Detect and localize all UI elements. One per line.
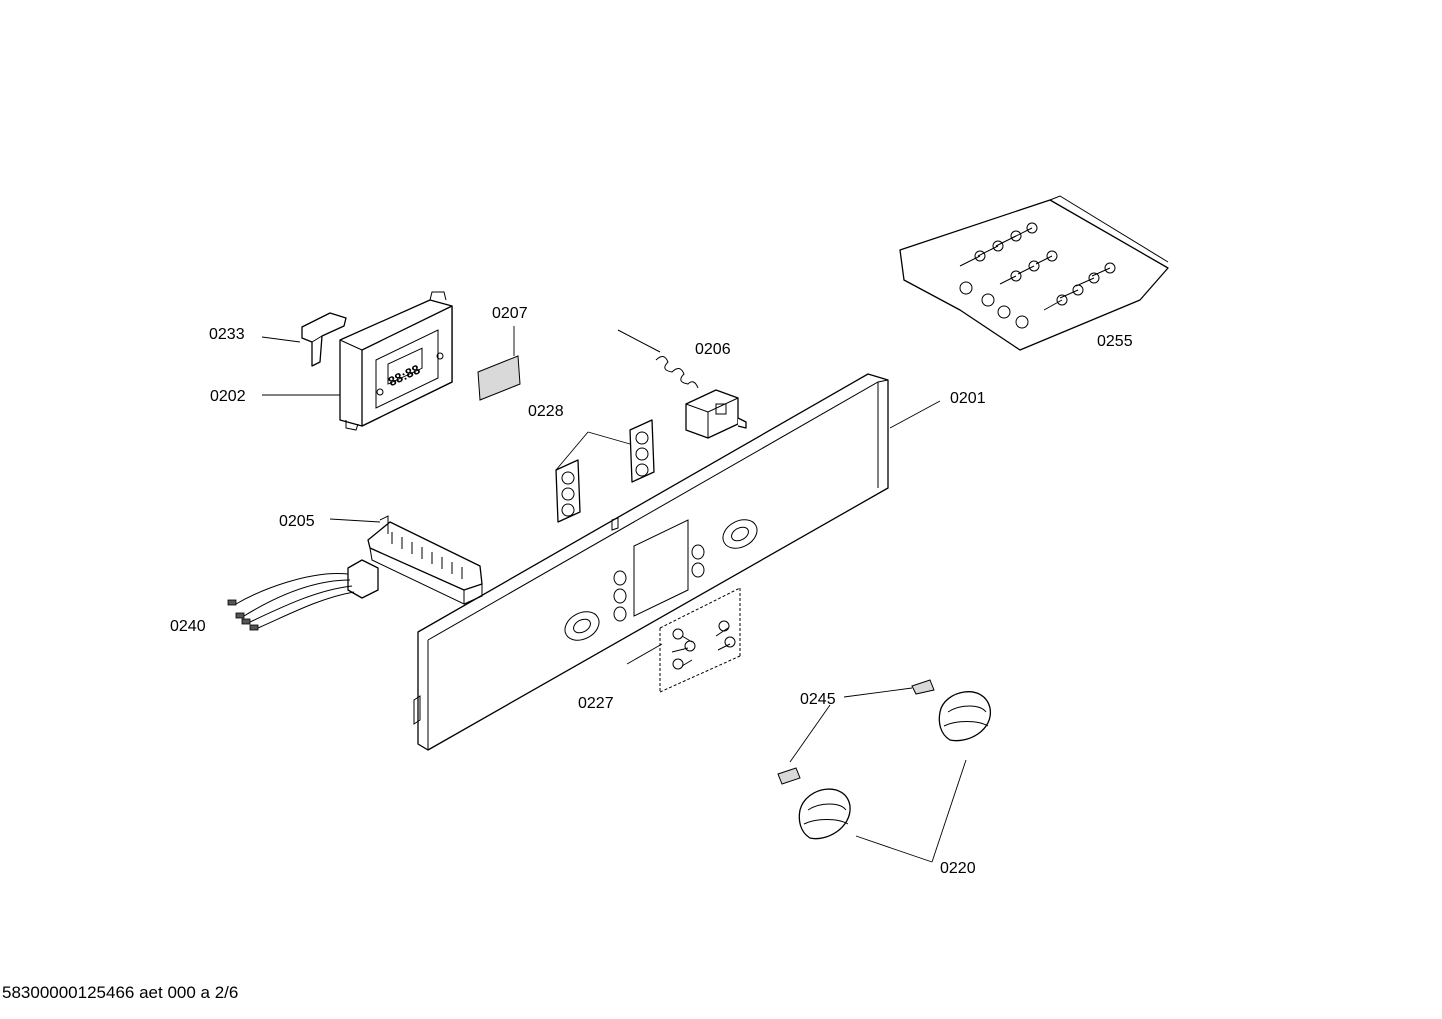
callout-0201: 0201 [950, 390, 986, 407]
callout-0206: 0206 [695, 341, 731, 358]
callout-0240: 0240 [170, 618, 206, 635]
part-0245-insert-lower [777, 767, 801, 785]
callout-0245: 0245 [800, 691, 836, 708]
callout-0220: 0220 [940, 860, 976, 877]
callout-0228: 0228 [528, 403, 564, 420]
callout-0233: 0233 [209, 326, 245, 343]
part-0227-screws [659, 587, 741, 693]
part-0228-button-carrier-right [629, 419, 655, 483]
callout-0202: 0202 [210, 388, 246, 405]
part-0206-thermostat [617, 329, 747, 439]
part-0228-button-carrier-left [555, 459, 581, 523]
callout-0205: 0205 [279, 513, 315, 530]
part-0240-wire-harness [227, 559, 379, 631]
part-0245-insert-upper [911, 679, 935, 695]
part-0220-knob-upper [938, 691, 991, 742]
part-0220-knob-lower [798, 788, 851, 840]
leader-lines [261, 326, 967, 863]
callout-0227: 0227 [578, 695, 614, 712]
part-0207-foil [477, 355, 521, 401]
part-0201-control-panel [413, 373, 889, 751]
drawing-reference-footer: 58300000125466 aet 000 a 2/6 [2, 983, 239, 1002]
part-0233-clip [301, 312, 347, 367]
callout-0207: 0207 [492, 305, 528, 322]
part-0202-clock-module: 88:88 [339, 291, 453, 431]
callout-0255: 0255 [1097, 333, 1133, 350]
part-0205-terminal-block [367, 515, 483, 605]
part-0255-screw-bag [899, 195, 1169, 351]
